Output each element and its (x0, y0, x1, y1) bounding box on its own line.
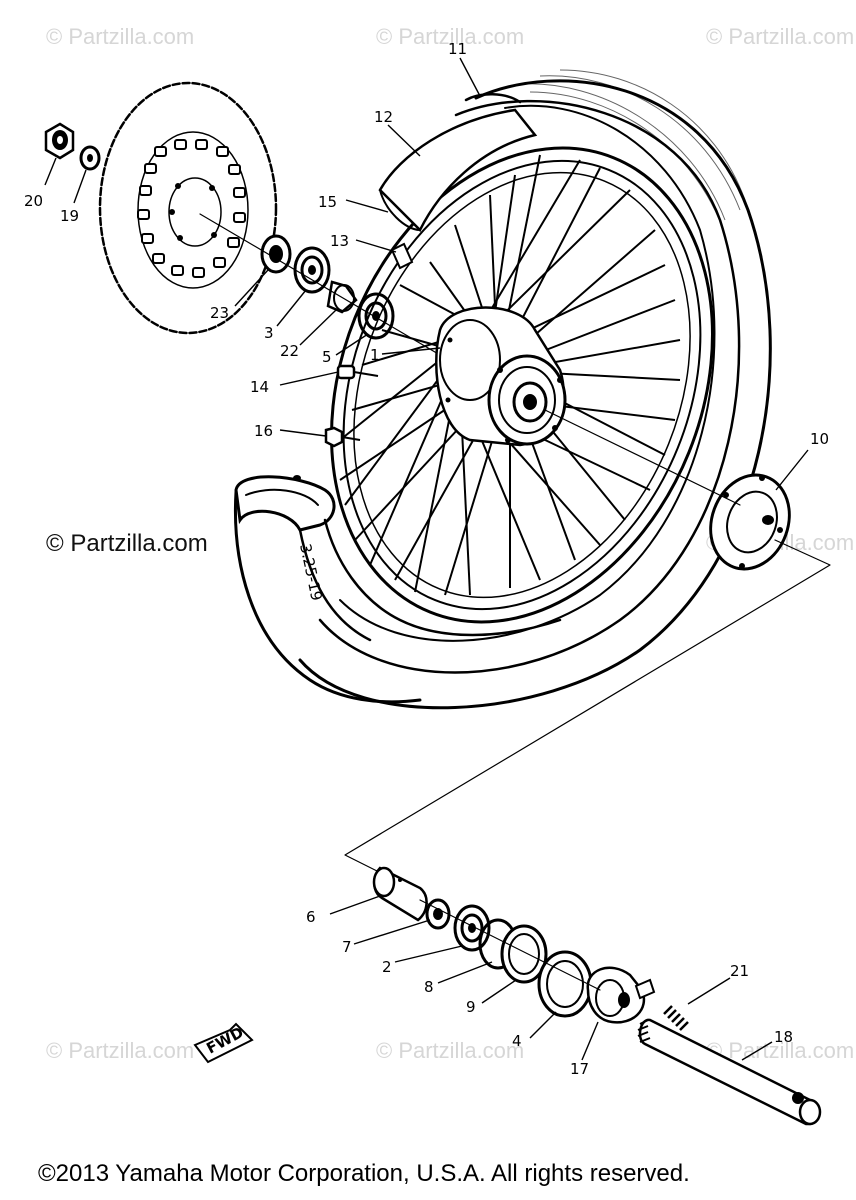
watermark-top-right: © Partzilla.com (706, 24, 855, 49)
callout-15: 15 (318, 193, 337, 211)
disc-bolt-holes (169, 183, 217, 241)
callout-13: 13 (330, 232, 349, 250)
tube-part-11 (464, 93, 522, 104)
watermark-mid-left: © Partzilla.com (46, 530, 208, 557)
callout-6: 6 (306, 908, 316, 926)
copyright-notice: ©2013 Yamaha Motor Corporation, U.S.A. A… (38, 1160, 690, 1187)
callout-11: 11 (448, 40, 467, 58)
callout-7: 7 (342, 938, 352, 956)
rim (330, 146, 714, 624)
callout-19: 19 (60, 207, 79, 225)
watermark-bottom-right: © Partzilla.com (706, 1038, 855, 1063)
callout-21: 21 (730, 962, 749, 980)
brake-disc (98, 81, 278, 335)
forward-arrow: FWD (193, 1022, 254, 1064)
callout-23: 23 (210, 304, 229, 322)
oil-seal-part-9 (500, 924, 548, 984)
callout-1: 1 (370, 346, 380, 364)
callout-labels: 11 12 15 13 20 19 23 3 22 5 1 14 16 10 6… (24, 40, 829, 1078)
gear-unit-part-17 (586, 966, 656, 1024)
axle-part-18 (637, 1018, 822, 1126)
valve-nut-part-16 (324, 426, 361, 448)
callout-5: 5 (322, 348, 332, 366)
callout-3: 3 (264, 324, 274, 342)
nut-part-20 (44, 122, 75, 160)
valve-cap-part-14 (336, 364, 379, 380)
watermark-top-left: © Partzilla.com (46, 24, 195, 49)
callout-2: 2 (382, 958, 392, 976)
tire-size-text: 3.25-19 (296, 542, 326, 602)
cover-plate-part-10 (709, 473, 791, 571)
spring-part-21 (663, 1005, 689, 1031)
spacer-part-6 (372, 866, 428, 922)
collar-part-7 (425, 898, 451, 930)
watermark-bottom-center: © Partzilla.com (376, 1038, 525, 1063)
bearing-part-3 (293, 246, 331, 294)
collar-part-4 (537, 950, 593, 1018)
callout-14: 14 (250, 378, 269, 396)
callout-22: 22 (280, 342, 299, 360)
watermark-top-center: © Partzilla.com (376, 24, 525, 49)
callout-18: 18 (774, 1028, 793, 1046)
washer-part-19 (79, 145, 101, 171)
callout-20: 20 (24, 192, 43, 210)
disc-vent-holes (137, 139, 246, 278)
oil-seal-part-23 (260, 234, 292, 274)
leader-lines (44, 57, 809, 1061)
hub (435, 306, 567, 447)
callout-16: 16 (254, 422, 273, 440)
valve-stem-part-13 (390, 242, 414, 270)
callout-8: 8 (424, 978, 434, 996)
callout-4: 4 (512, 1032, 522, 1050)
callout-9: 9 (466, 998, 476, 1016)
callout-12: 12 (374, 108, 393, 126)
callout-17: 17 (570, 1060, 589, 1078)
watermark-bottom-left: © Partzilla.com (46, 1038, 195, 1063)
callout-10: 10 (810, 430, 829, 448)
rim-band-part-12 (378, 108, 538, 233)
